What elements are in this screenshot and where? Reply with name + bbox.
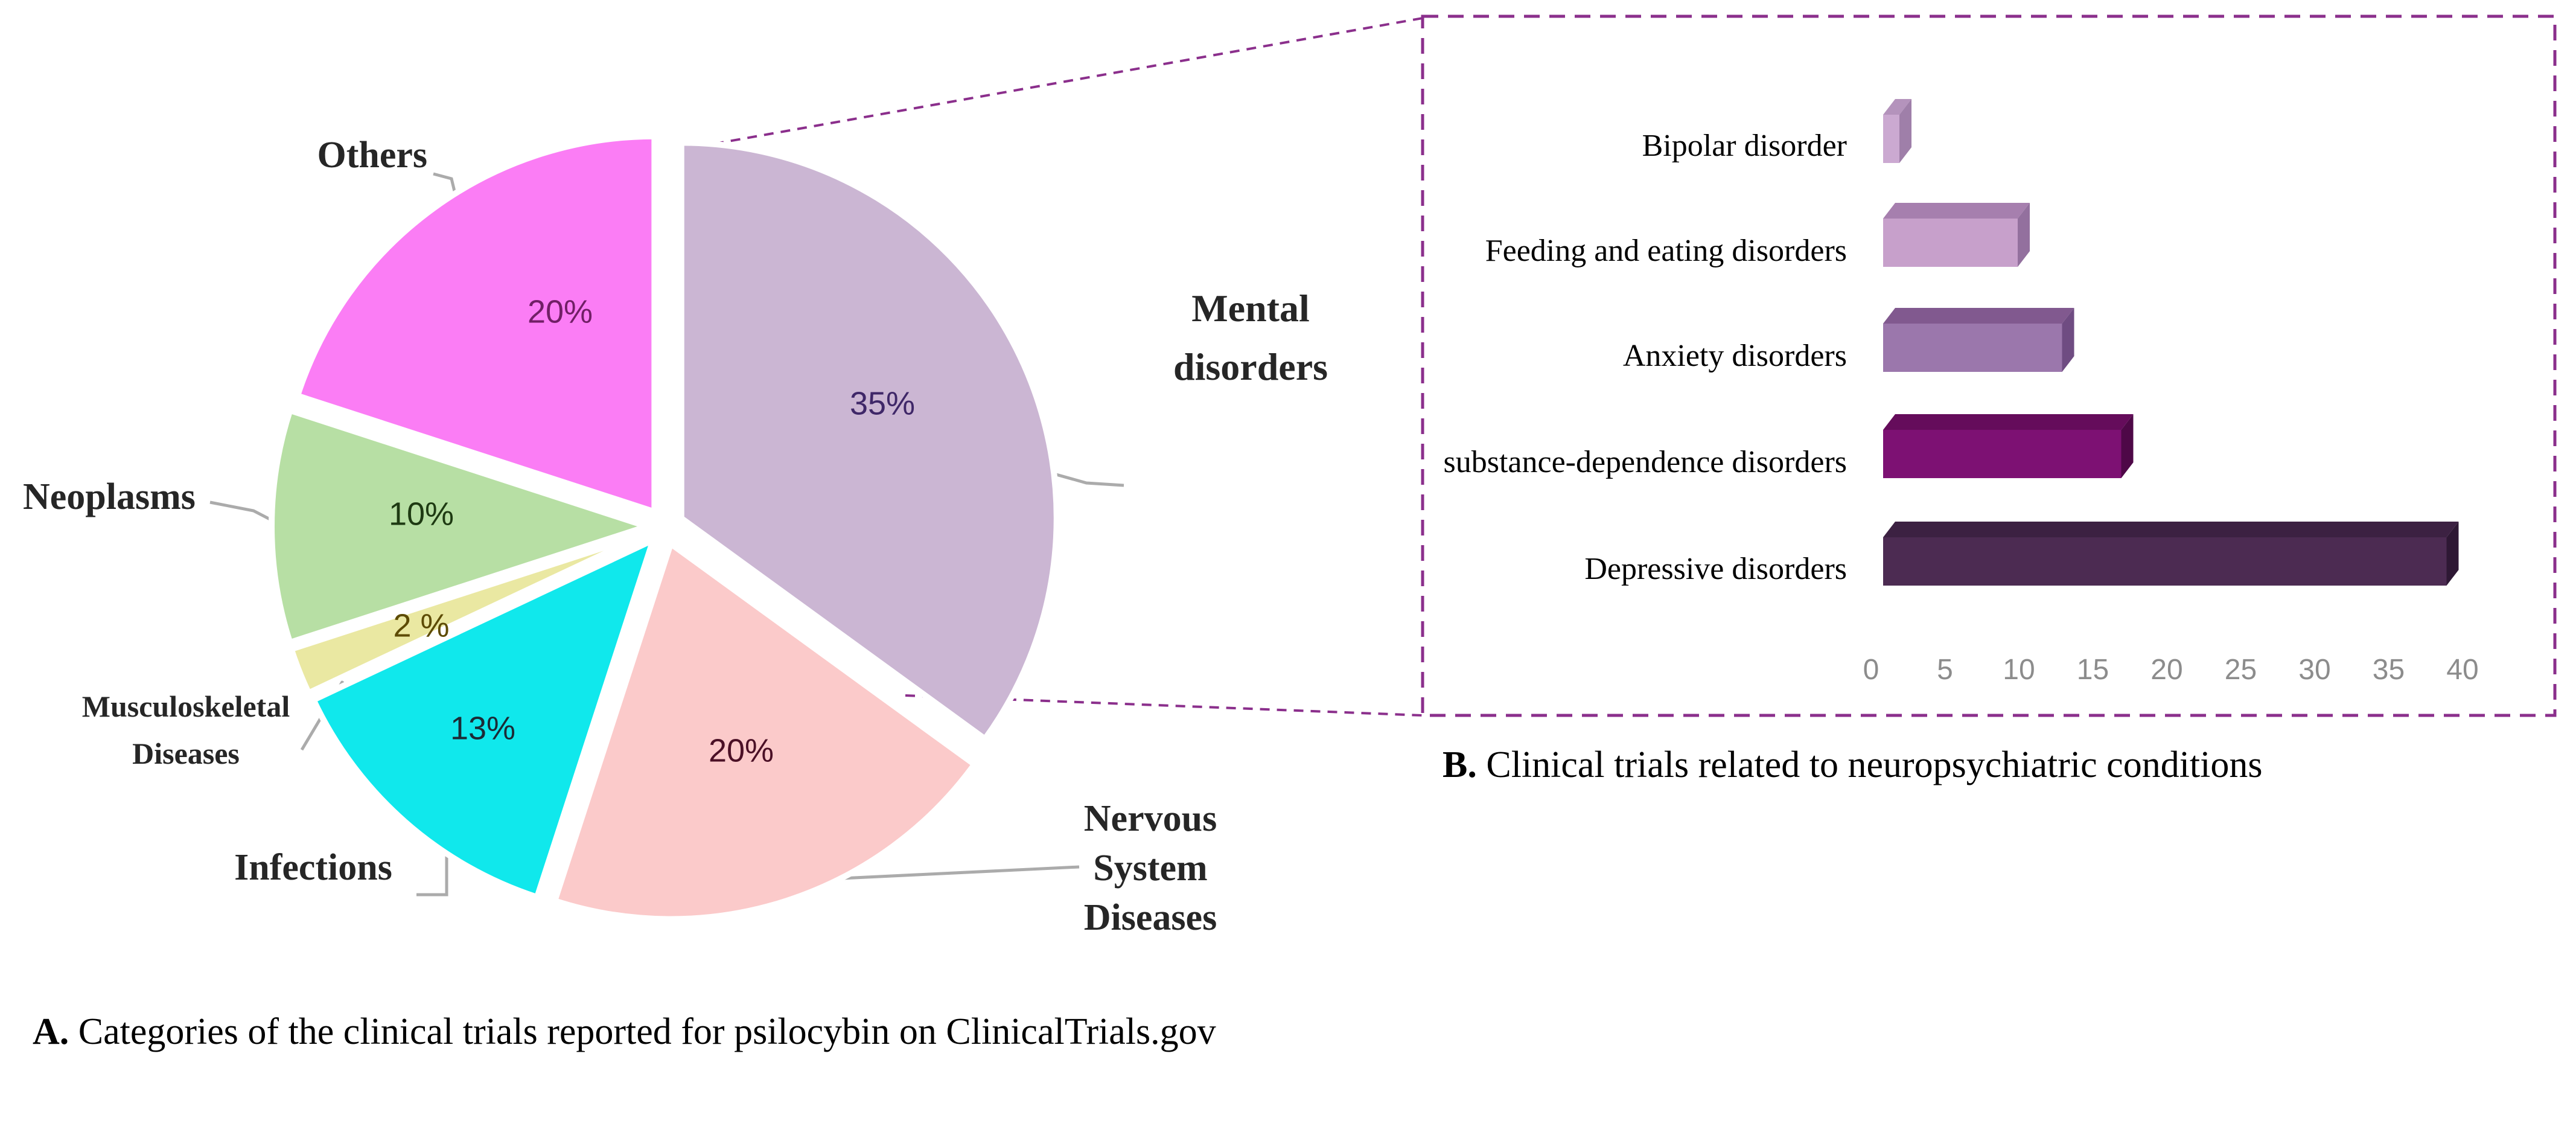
pie-value-label-infections: 13%: [450, 710, 515, 746]
pie-callout-label-mental-disorders: Mental disorders: [1173, 287, 1328, 389]
x-axis-tick-label-35: 35: [2373, 654, 2405, 686]
bar-substance-dependence-disorders: [1883, 414, 2134, 478]
pie-callout-label-neoplasms: Neoplasms: [23, 476, 196, 517]
pie-slice-mental-disorders: [678, 139, 1060, 742]
pie-slice-musculoskeletal-diseases: [288, 530, 652, 696]
bar-top-face: [1883, 308, 2074, 324]
pie-slice-others: [294, 133, 658, 515]
bar-top-face: [1883, 203, 2030, 219]
x-axis-tick-label-30: 30: [2298, 654, 2330, 686]
bar-side-face: [2446, 522, 2459, 586]
bar-front-face: [1883, 115, 1899, 163]
bar-top-face: [1883, 414, 2134, 430]
pie-callout-label-musculoskeletal-diseases: Musculoskeletal Diseases: [81, 689, 290, 770]
bar-top-face: [1883, 99, 1911, 115]
bar-label-depressive-disorders: Depressive disorders: [1584, 552, 1847, 586]
bar-front-face: [1883, 430, 2122, 478]
pie-slice-nervous-system-diseases: [552, 540, 978, 922]
bar-anxiety-disorders: [1883, 308, 2074, 372]
pie-callout-label-infections: Infections: [234, 847, 392, 888]
bar-chart-3d: [1883, 99, 2459, 586]
bar-depressive-disorders: [1883, 522, 2459, 586]
bar-label-feeding-and-eating-disorders: Feeding and eating disorders: [1485, 234, 1847, 268]
panel-b-label: B.: [1443, 744, 1477, 785]
pie-value-label-musculoskeletal-diseases: 2 %: [393, 607, 449, 644]
panel-a-caption-text: Categories of the clinical trials report…: [78, 1011, 1216, 1052]
bar-top-face: [1883, 522, 2459, 537]
pie-value-label-nervous-system-diseases: 20%: [709, 732, 774, 769]
bar-front-face: [1883, 537, 2447, 586]
pie-callout-label-others: Others: [317, 135, 427, 176]
bar-feeding-and-eating-disorders: [1883, 203, 2030, 267]
bar-side-face: [2062, 308, 2074, 372]
panel-a-label: A.: [33, 1011, 69, 1052]
x-axis-tick-label-0: 0: [1863, 654, 1879, 686]
x-axis-tick-label-25: 25: [2225, 654, 2257, 686]
panel-a-caption: A. Categories of the clinical trials rep…: [33, 1009, 1306, 1055]
pie-value-label-mental-disorders: 35%: [850, 385, 915, 421]
x-axis-tick-label-10: 10: [2003, 654, 2035, 686]
bar-bipolar-disorder: [1883, 99, 1911, 163]
leader-line-nervous: [803, 865, 1080, 882]
x-axis-tick-label-20: 20: [2150, 654, 2182, 686]
bar-front-face: [1883, 219, 2018, 267]
pie-slice-neoplasms: [269, 407, 650, 646]
x-axis-tick-label-15: 15: [2077, 654, 2109, 686]
bar-front-face: [1883, 324, 2062, 372]
x-axis-tick-label-40: 40: [2446, 654, 2478, 686]
bar-label-anxiety-disorders: Anxiety disorders: [1622, 339, 1847, 373]
pie-callout-label-nervous-system-diseases: Nervous System Diseases: [1083, 798, 1217, 938]
bar-label-bipolar-disorder: Bipolar disorder: [1642, 129, 1847, 163]
pie-value-label-others: 20%: [528, 293, 593, 330]
panel-b-dashed-box: [1421, 14, 2557, 717]
x-axis-tick-label-5: 5: [1937, 654, 1953, 686]
callout-connector-top: [680, 17, 1423, 151]
bar-label-substance-dependence-disorders: substance-dependence disorders: [1443, 445, 1847, 479]
bar-chart-x-axis: 0 5 10 15 20 25 30 35 40: [1863, 654, 2479, 686]
panel-b-caption: B. Clinical trials related to neuropsych…: [1443, 744, 2469, 787]
pie-chart: 35% 20% 13% 2 % 10% 20%: [269, 133, 1060, 922]
panel-b-caption-text: Clinical trials related to neuropsychiat…: [1486, 744, 2263, 785]
bar-side-face: [2121, 414, 2134, 478]
pie-value-label-neoplasms: 10%: [389, 496, 454, 532]
pie-slice-infections: [310, 537, 657, 901]
bar-side-face: [1899, 99, 1911, 163]
bar-side-face: [2018, 203, 2030, 267]
